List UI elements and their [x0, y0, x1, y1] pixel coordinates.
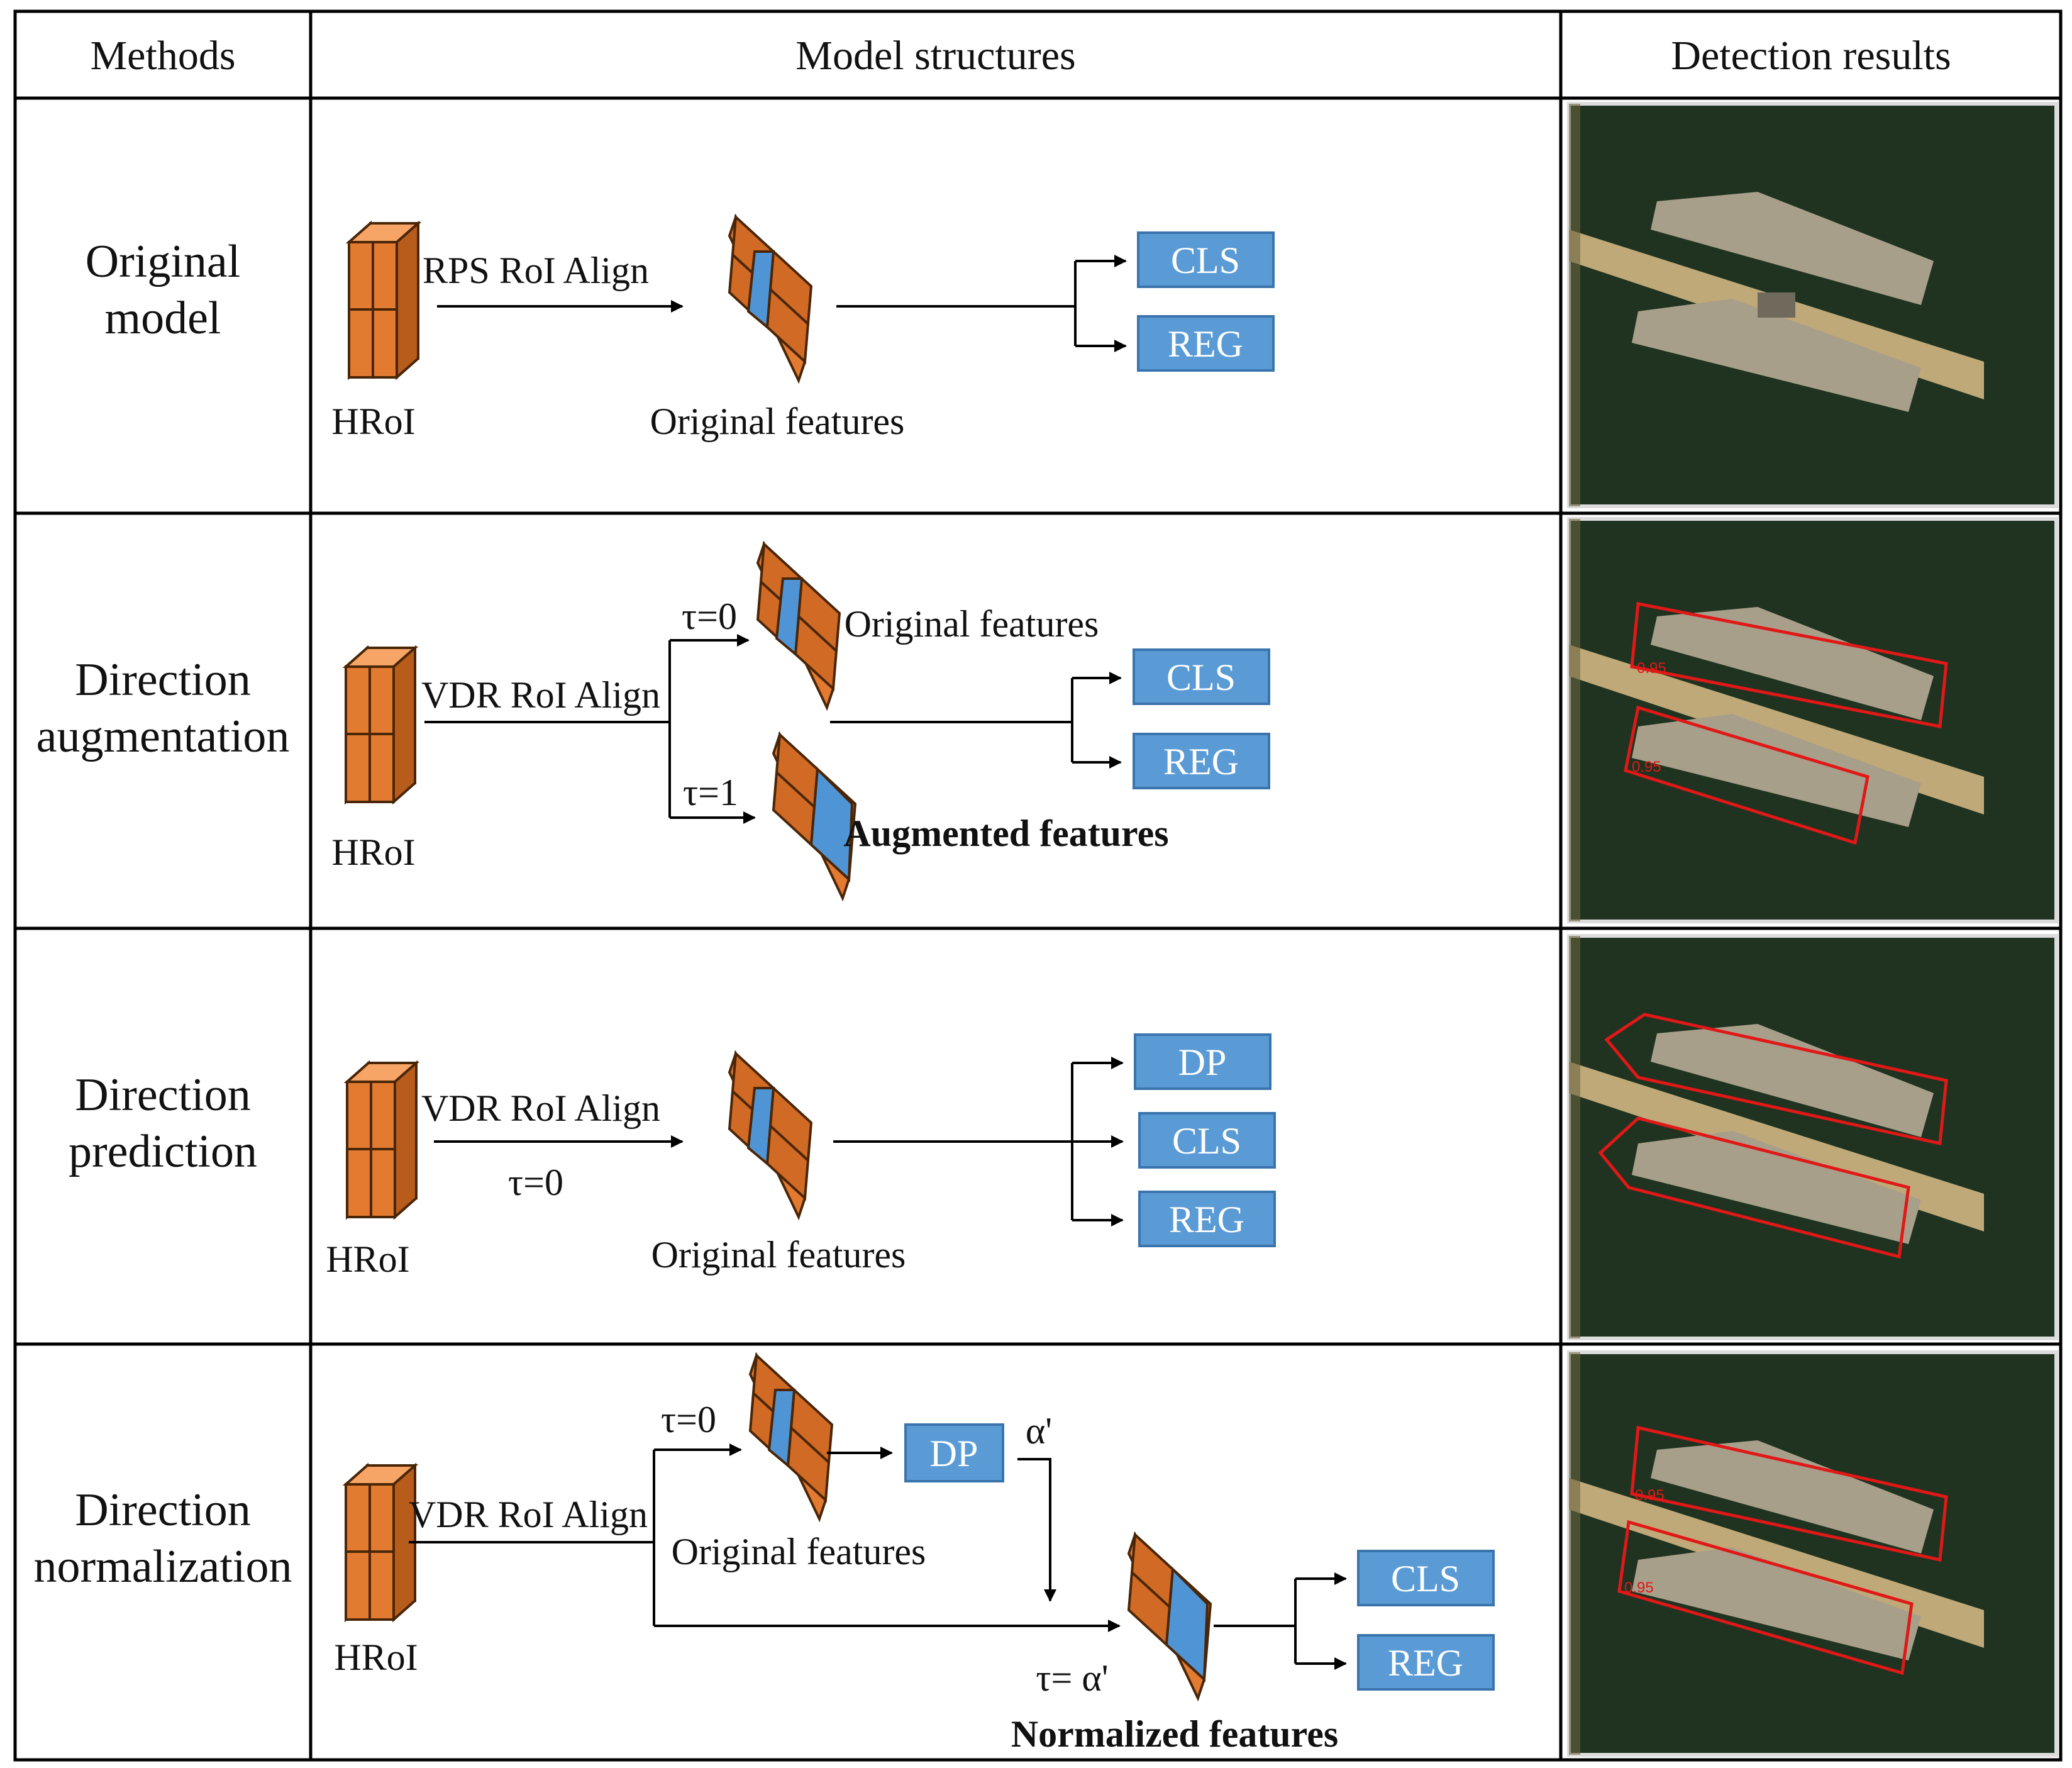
- hroi-label: HRoI: [334, 1637, 418, 1678]
- original-features-label: Original features: [651, 1234, 906, 1276]
- score-top: 0.95: [1637, 660, 1666, 677]
- detection-box-bottom: [1624, 705, 1870, 845]
- align-label: VDR RoI Align: [421, 674, 660, 716]
- reg-head-label: REG: [1388, 1642, 1463, 1684]
- original-features-grid: [728, 1052, 812, 1218]
- header-detection-results: Detection results: [1671, 33, 1951, 79]
- row-direction-augmentation: HRoI VDR RoI Align τ=0 τ=1 Original feat…: [331, 543, 1270, 899]
- cls-head-label: CLS: [1166, 657, 1236, 698]
- normalized-features-grid: [1127, 1533, 1212, 1699]
- augmented-features-grid: [772, 733, 856, 899]
- hroi-label: HRoI: [331, 401, 415, 442]
- detection-image-prediction: [1567, 934, 2058, 1340]
- reg-head-box: [1138, 1191, 1276, 1247]
- tau-top-label: τ=0: [661, 1399, 716, 1440]
- align-label: VDR RoI Align: [409, 1494, 648, 1535]
- highlight-cell: [809, 766, 854, 882]
- detection-box-bottom: [1598, 1116, 1910, 1259]
- method-normalization-line1: Direction: [75, 1484, 250, 1536]
- score-bottom: 0.95: [1632, 759, 1661, 776]
- reg-head-box: [1137, 315, 1275, 372]
- header-methods: Methods: [91, 33, 236, 79]
- tau-alpha-label: τ= α': [1036, 1657, 1108, 1699]
- hroi-cube: [345, 1464, 416, 1621]
- row-direction-prediction: HRoI VDR RoI Align τ=0 Original features…: [326, 1033, 1276, 1280]
- table-grid: [13, 9, 2063, 1762]
- highlight-cell: [1165, 1566, 1209, 1682]
- reg-head-box: [1133, 733, 1270, 789]
- dp-head-box: [1134, 1033, 1271, 1090]
- method-prediction-line2: prediction: [69, 1126, 257, 1177]
- header-model-structures: Model structures: [795, 33, 1075, 79]
- method-original-line2: model: [105, 292, 221, 344]
- tau-top-label: τ=0: [682, 596, 737, 637]
- ship-bottom: [1632, 299, 1921, 412]
- detection-box-bottom: [1617, 1520, 1914, 1676]
- detection-box-top: [1630, 602, 1948, 728]
- alpha-arrow: [1017, 1458, 1056, 1602]
- original-features-grid: [728, 216, 812, 382]
- reg-head-label: REG: [1169, 1199, 1244, 1240]
- highlight-cell: [746, 250, 775, 330]
- original-features-grid: [749, 1354, 833, 1520]
- row-original-model: HRoI RPS RoI Align Original features CLS…: [331, 216, 1275, 442]
- detection-image-original: [1567, 102, 2058, 508]
- method-original-line1: Original: [86, 236, 241, 287]
- hroi-label: HRoI: [326, 1238, 409, 1280]
- cls-head-label: CLS: [1171, 240, 1240, 281]
- alpha-label: α': [1026, 1410, 1052, 1452]
- tau-bottom-label: τ=1: [683, 772, 738, 813]
- original-features-label: Original features: [672, 1531, 926, 1572]
- cls-head-box: [1137, 231, 1275, 288]
- cls-head-box: [1138, 1112, 1276, 1169]
- align-label: RPS RoI Align: [423, 250, 649, 291]
- score-bottom: 0.95: [1624, 1579, 1654, 1596]
- detection-box-top: [1604, 1013, 1948, 1146]
- highlight-cell: [775, 577, 804, 657]
- cls-head-label: CLS: [1172, 1120, 1241, 1162]
- original-features-label: Original features: [845, 603, 1099, 645]
- reg-head-box: [1357, 1634, 1495, 1691]
- row-direction-normalization: HRoI VDR RoI Align τ=0 Original features…: [334, 1354, 1495, 1755]
- ship-top: [1651, 192, 1934, 305]
- align-label: VDR RoI Align: [421, 1087, 660, 1129]
- tau-label: τ=0: [508, 1162, 563, 1203]
- reg-head-label: REG: [1168, 323, 1243, 365]
- normalized-features-label: Normalized features: [1011, 1713, 1338, 1755]
- method-normalization-line2: normalization: [34, 1541, 292, 1593]
- dp-label: DP: [930, 1433, 978, 1474]
- method-augmentation-line1: Direction: [75, 654, 250, 706]
- dp-head-label: DP: [1178, 1042, 1227, 1083]
- highlight-cell: [767, 1389, 796, 1468]
- method-augmentation-line2: augmentation: [36, 711, 290, 762]
- hroi-cube: [348, 222, 419, 379]
- hroi-cube: [345, 647, 416, 803]
- augmented-features-label: Augmented features: [843, 813, 1168, 854]
- detection-box-top: [1630, 1425, 1948, 1562]
- hroi-label: HRoI: [331, 831, 415, 873]
- reg-head-label: REG: [1163, 741, 1239, 782]
- cls-head-box: [1357, 1550, 1495, 1606]
- original-features-label: Original features: [650, 401, 905, 442]
- cls-head-box: [1133, 648, 1270, 705]
- cls-head-label: CLS: [1391, 1558, 1460, 1599]
- original-features-grid: [756, 543, 841, 709]
- highlight-cell: [746, 1087, 775, 1166]
- detection-image-normalization: 0.95 0.95: [1567, 1350, 2058, 1757]
- hroi-cube: [346, 1062, 418, 1218]
- dp-box: [904, 1423, 1004, 1482]
- method-prediction-line1: Direction: [75, 1069, 250, 1121]
- score-top: 0.95: [1635, 1487, 1665, 1504]
- detection-image-augmentation: 0.95 0.95: [1567, 517, 2058, 923]
